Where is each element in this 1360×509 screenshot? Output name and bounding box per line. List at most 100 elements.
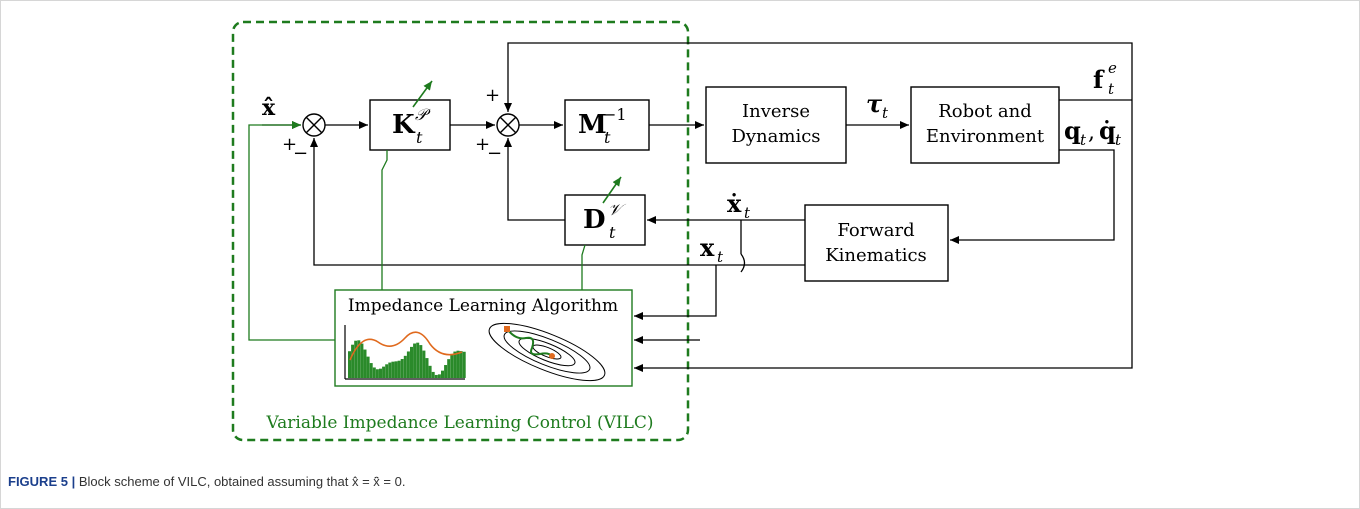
histogram-bar — [413, 343, 417, 378]
histogram-bar — [447, 359, 451, 378]
histogram-bar — [348, 351, 351, 378]
m-inverse-label: M — [578, 110, 607, 140]
histogram-bar — [425, 358, 429, 378]
histogram-bar — [406, 351, 410, 378]
histogram-bar — [360, 343, 364, 378]
histogram-bar — [351, 344, 355, 378]
caption-text: Block scheme of VILC, obtained assuming … — [78, 474, 406, 489]
histogram-bar — [382, 366, 386, 378]
signal-x-t: x — [700, 233, 715, 262]
signal-tau-sub: t — [882, 104, 889, 122]
histogram-bar — [431, 371, 435, 378]
forward-kinematics-line2: Kinematics — [825, 245, 927, 266]
impedance-learning-title: Impedance Learning Algorithm — [348, 296, 618, 316]
histogram-bar — [391, 361, 395, 378]
d-gain-block — [564, 194, 646, 246]
vilc-region-label: Variable Impedance Learning Control (VIL… — [265, 413, 653, 433]
histogram-bar — [459, 351, 463, 378]
sum2-minus: − — [487, 143, 502, 164]
k-adapt-arrow — [412, 80, 433, 108]
sum2-plus: + — [475, 134, 490, 155]
vilc-region — [231, 20, 690, 442]
caption-label: FIGURE 5 | — [8, 474, 76, 489]
wire-learning-d — [581, 244, 586, 290]
wire-x-learning — [634, 265, 717, 320]
histogram-bar — [366, 356, 370, 378]
signal-fe: f — [1093, 65, 1105, 94]
forward-kinematics-block — [804, 204, 949, 282]
wire-crossing-hop — [740, 253, 746, 273]
d-gain-sub: t — [609, 223, 616, 242]
d-adapt-arrow — [602, 176, 622, 204]
histogram-bar — [410, 346, 413, 378]
optimization-contour-icon — [488, 322, 606, 382]
wire-fe-learning — [634, 100, 1133, 372]
signal-fe-sup: e — [1108, 59, 1117, 77]
histogram-bar — [394, 361, 398, 378]
histogram-bar — [397, 360, 401, 378]
histogram-bar — [416, 342, 420, 378]
histogram-bar — [354, 340, 358, 378]
histogram-bar — [456, 350, 460, 378]
histogram-bar — [444, 365, 448, 378]
sum-junction-1 — [302, 113, 326, 137]
signal-q-sub: t — [1080, 131, 1087, 149]
histogram-bar — [369, 363, 373, 378]
histogram-bar — [428, 365, 432, 378]
robot-environment-block — [910, 86, 1060, 164]
k-gain-label: K — [392, 110, 416, 140]
histogram-bar — [419, 345, 423, 378]
wire-d-sum2 — [504, 138, 565, 221]
signal-q: q — [1064, 116, 1081, 145]
sum1-plus: + — [282, 134, 297, 155]
histogram-bar — [437, 374, 441, 378]
histogram-bar — [450, 354, 454, 378]
histogram-bar — [388, 362, 392, 378]
m-inverse-block — [564, 99, 650, 151]
histogram-bar — [357, 340, 361, 378]
signal-q-dot-sub: t — [1115, 131, 1122, 149]
signal-tau: τ — [866, 89, 883, 118]
histogram-bar — [372, 367, 376, 378]
histogram-bar — [400, 359, 404, 378]
signal-x-dot: ẋ — [727, 189, 742, 218]
sum1-minus: − — [293, 143, 308, 164]
wire-q-fk — [950, 149, 1115, 244]
d-gain-label: D — [583, 205, 606, 235]
histogram-bar — [422, 350, 426, 378]
signal-comma: , — [1088, 120, 1095, 145]
histogram-bar — [441, 370, 444, 378]
wire-x-sum1 — [310, 138, 805, 266]
histogram-bar — [375, 369, 379, 378]
signal-fe-sub: t — [1108, 80, 1115, 98]
signal-x-t-sub: t — [717, 248, 724, 266]
sum2-plus-top: + — [485, 85, 500, 106]
robot-environment-line1: Robot and — [938, 101, 1032, 122]
histogram-bar — [379, 368, 382, 378]
inverse-dynamics-line1: Inverse — [742, 101, 810, 122]
wire-learning-xhat — [248, 121, 335, 341]
m-inverse-sub: t — [604, 128, 611, 147]
wire-fe-top — [504, 42, 1133, 112]
inverse-dynamics-line2: Dynamics — [731, 126, 820, 147]
histogram-bar — [403, 355, 407, 378]
forward-kinematics-line1: Forward — [837, 220, 914, 241]
m-inverse-sup: −1 — [603, 105, 627, 124]
signal-x-dot-sub: t — [744, 204, 751, 222]
sum-junction-2 — [496, 113, 520, 137]
k-gain-sub: t — [416, 128, 423, 147]
k-gain-block — [369, 99, 451, 151]
signal-x-hat: x̂ — [262, 95, 276, 121]
wire-learning-k — [381, 150, 388, 290]
figure-caption: FIGURE 5 | Block scheme of VILC, obtaine… — [8, 474, 405, 489]
histogram-bar — [453, 351, 457, 378]
histogram-bar — [462, 351, 466, 378]
robot-environment-line2: Environment — [926, 126, 1045, 147]
signal-q-dot: q̇ — [1099, 116, 1116, 145]
histogram-icon — [344, 325, 466, 380]
histogram-bar — [385, 364, 389, 378]
histogram-bar — [363, 349, 367, 378]
histogram-bar — [434, 374, 438, 378]
inverse-dynamics-block — [705, 86, 847, 164]
